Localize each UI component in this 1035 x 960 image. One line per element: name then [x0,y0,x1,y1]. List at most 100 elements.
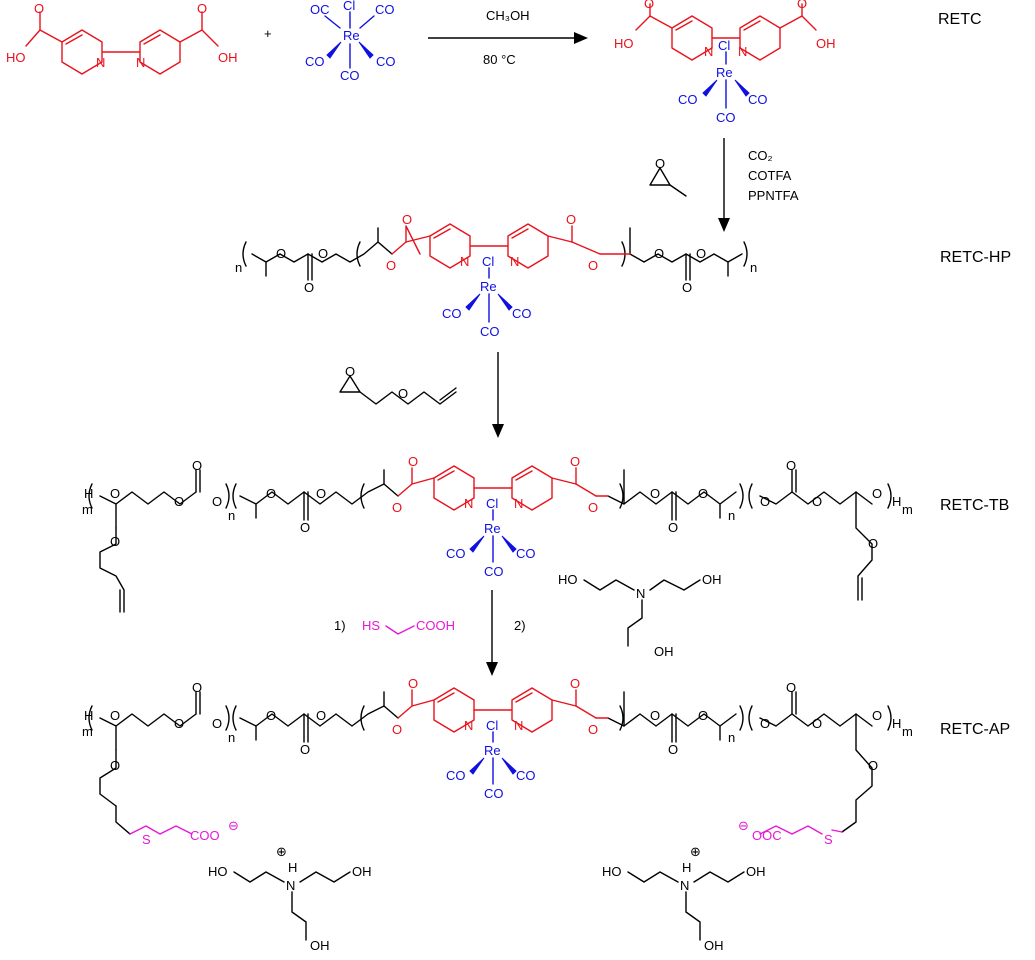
rhenium-pentacarbonyl-chloride [324,11,375,69]
reaction-arrow-1 [428,32,588,44]
label-ho: HO [208,864,228,879]
label-o: O [408,676,418,691]
label-o: O [212,494,222,509]
label-cl: Cl [718,38,730,53]
label-o: O [392,500,402,515]
label-o: O [300,742,310,757]
label-ho: HO [602,864,622,879]
label-n: N [136,55,145,70]
label-o: O [760,716,770,731]
label-o: O [34,1,44,16]
label-o: O [868,536,878,551]
label-o: O [392,722,402,737]
label-ho: HO [614,36,634,51]
label-o: O [110,534,120,549]
label-s: S [142,832,151,847]
label-o: O [110,758,120,773]
label-o: O [304,280,314,295]
cotfa-label: COTFA [748,168,792,183]
label-n-repeat: n [750,260,757,275]
label-o: O [192,458,202,473]
label-o: O [566,212,576,227]
label-cl: Cl [482,254,494,269]
label-o: O [276,246,286,261]
label-cl: Cl [486,496,498,511]
label-o: O [872,486,882,501]
label-o: O [872,708,882,723]
label-co: CO [516,768,536,783]
label-o: O [698,486,708,501]
label-o: O [402,212,412,227]
retc-structure [635,3,817,109]
label-o: O [110,486,120,501]
label-o: O [654,246,664,261]
label-co: CO [442,306,462,321]
ppntfa-label: PPNTFA [748,188,799,203]
label-re: Re [484,743,501,758]
label-m-repeat: m [902,724,913,739]
label-n-repeat: n [228,508,235,523]
label-n-repeat: n [228,730,235,745]
label-o: O [408,454,418,469]
label-o: O [760,494,770,509]
label-oh: OH [702,572,722,587]
label-o: O [696,246,706,261]
label-n-repeat: n [728,508,735,523]
label-co: CO [748,92,768,107]
label-o: O [786,458,796,473]
compound-name-retc-hp: RETC-HP [940,249,1011,266]
label-n: N [510,254,519,269]
label-o: O [570,454,580,469]
reaction-arrow-4 [486,590,498,676]
reaction-arrow-2 [718,138,730,232]
retc-hp-structure [242,223,748,323]
label-n: N [514,496,523,511]
label-m-repeat: m [82,724,93,739]
label-n: N [680,878,689,893]
label-plus-charge: ⊕ [276,844,287,859]
retc-tb-structure [88,465,892,613]
label-ho: HO [6,50,26,65]
label-o: O [300,520,310,535]
label-co: CO [375,2,395,17]
solvent-label: CH₃OH [486,8,530,23]
label-h: H [84,708,93,723]
label-co: CO [305,54,325,69]
compound-name-retc: RETC [938,11,982,28]
label-n: N [514,718,523,733]
label-oh: OH [654,644,674,659]
label-o: O [868,758,878,773]
label-n: N [96,55,105,70]
label-n: N [286,878,295,893]
label-o: O [174,716,184,731]
label-oh: OH [816,36,836,51]
label-co: CO [376,54,396,69]
label-o: O [668,520,678,535]
label-o: O [316,486,326,501]
label-o: O [698,708,708,723]
label-oh: OH [352,864,372,879]
label-n-repeat: n [728,730,735,745]
label-re: Re [480,279,497,294]
label-o: O [174,494,184,509]
label-cl: Cl [343,0,355,13]
retc-ap-structure [88,687,892,835]
label-n: N [460,254,469,269]
label-co: CO [446,546,466,561]
label-s: S [824,832,833,847]
label-co: CO [340,68,360,83]
label-o: O [588,258,598,273]
label-nh: H [682,860,691,875]
label-o: O [266,486,276,501]
label-n-repeat: n [235,260,242,275]
step-1-label: 1) [334,618,346,633]
label-coo: COO [190,828,220,843]
label-o: O [650,708,660,723]
label-o: O [786,680,796,695]
bipyridine-dicarboxylic-acid [25,11,219,75]
label-o: O [650,486,660,501]
label-plus-charge: ⊕ [690,844,701,859]
label-nh: H [288,860,297,875]
label-co: CO [512,306,532,321]
